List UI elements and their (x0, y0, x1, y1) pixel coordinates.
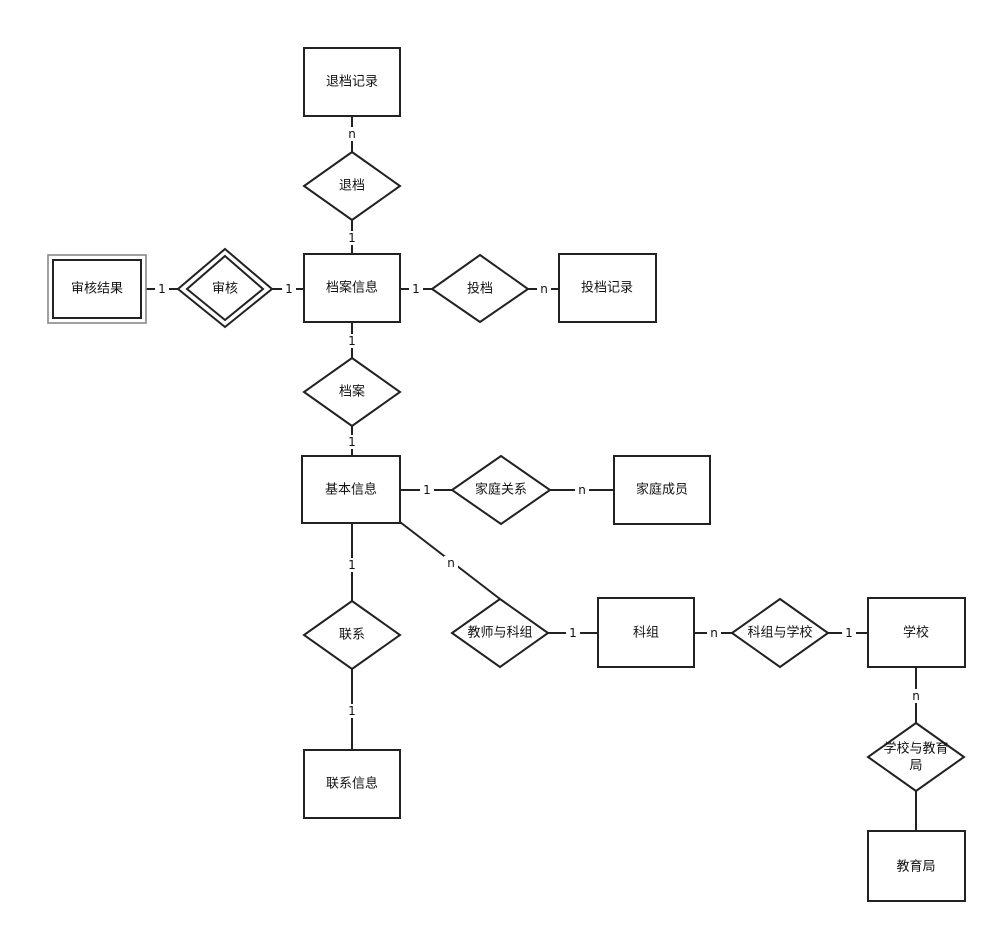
entity-label: 投档记录 (581, 280, 633, 296)
entity-toudang-jilu[interactable]: 投档记录 (558, 253, 657, 323)
cardinality-bg (842, 626, 856, 640)
relationship-diamond-inner (185, 254, 265, 322)
entity-box (301, 455, 401, 524)
cardinality-labels: n 1 1 1 1 n 1 1 1 n n 1 1 1 n 1 n (155, 127, 923, 718)
relationship-jiating-guanxi[interactable]: 家庭关系 (450, 454, 552, 526)
cardinality-bg (909, 689, 923, 703)
entity-box (867, 830, 966, 902)
relationship-diamond (730, 597, 830, 669)
relationship-jiaoshi-kezu[interactable]: 教师与科组 (450, 597, 550, 669)
entity-label: 基本信息 (325, 482, 377, 498)
relationship-label-line-2: 局 (909, 759, 922, 774)
entity-box (558, 253, 657, 323)
cardinality-label: 1 (423, 483, 431, 497)
cardinality-label: 1 (348, 558, 356, 572)
relationship-diamond (302, 150, 402, 222)
relationship-label: 联系 (339, 628, 365, 643)
cardinality-label: 1 (348, 704, 356, 718)
cardinality-bg (409, 282, 423, 296)
entity-lianxi-xinxi[interactable]: 联系信息 (303, 749, 401, 819)
cardinality-bg (420, 483, 434, 497)
entity-box (303, 749, 401, 819)
relationship-lianxi[interactable]: 联系 (302, 599, 402, 671)
relationship-label: 教师与科组 (467, 625, 532, 641)
cardinality-bg (345, 704, 359, 718)
cardinality-label: n (540, 282, 548, 296)
entity-label: 科组 (633, 626, 659, 641)
entity-tuidang-jilu[interactable]: 退档记录 (303, 47, 401, 117)
relationship-label: 家庭关系 (475, 482, 527, 498)
entity-label: 联系信息 (326, 776, 378, 792)
cardinality-bg (282, 282, 296, 296)
cardinality-bg (345, 231, 359, 245)
cardinality-bg (537, 282, 551, 296)
cardinality-label: n (348, 127, 356, 141)
cardinality-label: n (912, 689, 920, 703)
entity-box (597, 597, 695, 668)
entity-label: 审核结果 (71, 282, 123, 297)
connectors (146, 116, 917, 831)
cardinality-bg (566, 626, 580, 640)
cardinality-label: 1 (412, 282, 420, 296)
cardinality-label: n (578, 483, 586, 497)
entity-box (613, 455, 711, 525)
cardinality-bg (575, 483, 589, 497)
relationship-xuexiao-jiaoyuju[interactable]: 学校与教育 局 (866, 721, 966, 793)
entity-shenhe-jieguo[interactable]: 审核结果 (47, 254, 147, 324)
cardinality-bg (345, 558, 359, 572)
entity-label: 档案信息 (326, 280, 378, 296)
relationship-label: 投档 (467, 281, 493, 297)
cardinality-label: 1 (285, 282, 293, 296)
relationship-diamond (302, 356, 402, 428)
cardinality-label: 1 (845, 626, 853, 640)
relationship-label-line-1: 学校与教育 (883, 741, 948, 757)
entity-jiaoyuju[interactable]: 教育局 (867, 830, 966, 902)
cardinality-bg (444, 556, 458, 570)
relationship-toudang[interactable]: 投档 (430, 253, 530, 324)
cardinality-label: n (710, 626, 718, 640)
cardinality-label: n (447, 556, 455, 570)
entity-box (303, 47, 401, 117)
cardinality-label: 1 (158, 282, 166, 296)
entity-label: 退档记录 (326, 75, 378, 90)
cardinality-bg (345, 127, 359, 141)
relationship-label: 审核 (212, 282, 238, 297)
entity-label: 家庭成员 (636, 482, 688, 498)
relationship-tuidang[interactable]: 退档 (302, 150, 402, 222)
cardinality-label: 1 (348, 231, 356, 245)
cardinality-bg (345, 334, 359, 348)
weak-entity-inner-box (52, 259, 142, 319)
entity-box (303, 253, 401, 323)
cardinality-bg (155, 282, 169, 296)
entity-jiben-xinxi[interactable]: 基本信息 (301, 455, 401, 524)
entity-box (867, 597, 966, 668)
relationship-shenhe[interactable]: 审核 (176, 247, 274, 329)
entity-label: 教育局 (896, 859, 935, 875)
relationship-diamond (302, 599, 402, 671)
entity-kezu[interactable]: 科组 (597, 597, 695, 668)
relationship-label: 退档 (339, 179, 365, 194)
entity-label: 学校 (903, 625, 929, 641)
relationship-diamond (430, 253, 530, 324)
relationship-kezu-xuexiao[interactable]: 科组与学校 (730, 597, 830, 669)
cardinality-bg (345, 435, 359, 449)
cardinality-label: 1 (348, 334, 356, 348)
relationship-label: 档案 (339, 385, 365, 400)
relationship-diamond (866, 721, 966, 793)
cardinality-label: 1 (348, 435, 356, 449)
entity-dangan-xinxi[interactable]: 档案信息 (303, 253, 401, 323)
cardinality-label: 1 (569, 626, 577, 640)
relationship-dangan[interactable]: 档案 (302, 356, 402, 428)
cardinality-bg (707, 626, 721, 640)
entity-xuexiao[interactable]: 学校 (867, 597, 966, 668)
relationship-diamond (450, 454, 552, 526)
relationship-diamond (450, 597, 550, 669)
entity-jiating-chengyuan[interactable]: 家庭成员 (613, 455, 711, 525)
relationship-label: 科组与学校 (747, 625, 812, 641)
